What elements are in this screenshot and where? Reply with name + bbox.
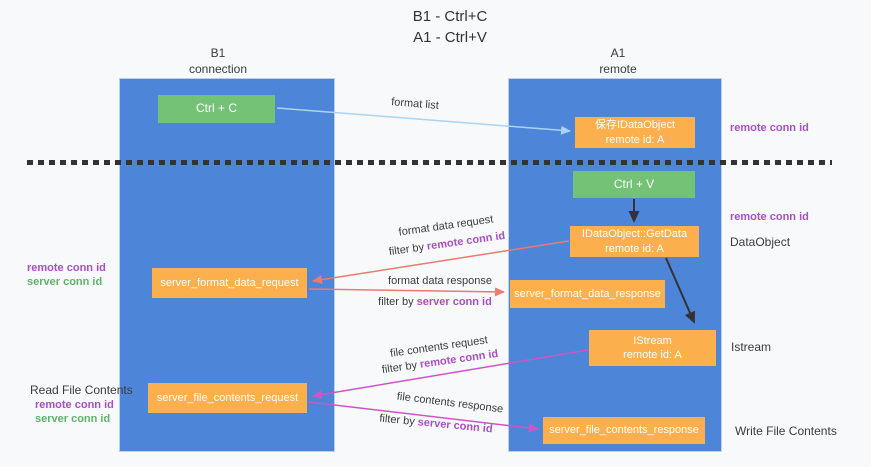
remote-conn-id-label-left-1: remote conn id xyxy=(27,262,106,274)
server-format-data-response-label: server_format_data_response xyxy=(514,287,661,300)
save-idataobject-line2: remote id: A xyxy=(605,133,665,146)
format-list-label: format list xyxy=(390,96,440,112)
server-conn-id-label-left-1: server conn id xyxy=(27,276,103,288)
server-file-contents-request-label: server_file_contents_request xyxy=(156,391,299,404)
format-data-response-arrow xyxy=(308,287,505,297)
ctrl-c-label: Ctrl + C xyxy=(195,101,237,116)
getdata-line1: IDataObject::GetData xyxy=(581,228,688,241)
dataobject-label: DataObject xyxy=(730,235,791,249)
format-data-response-label: format data response xyxy=(388,275,492,287)
remote-conn-id-label-right-1: remote conn id xyxy=(730,122,809,134)
server-format-data-response-box: server_format_data_response xyxy=(510,280,665,308)
right-column-name: A1 xyxy=(610,46,626,60)
istream-box: IStream remote id: A xyxy=(589,330,716,366)
server-format-data-request-label: server_format_data_request xyxy=(160,276,299,289)
filter-by-text: filter by xyxy=(381,359,418,377)
server-file-contents-response-label: server_file_contents_response xyxy=(549,424,699,437)
title-line-2: A1 - Ctrl+V xyxy=(413,29,487,46)
istream-side-label: Istream xyxy=(731,340,772,354)
getdata-line2: remote id: A xyxy=(605,242,664,255)
remote-conn-id-label-left-2: remote conn id xyxy=(35,399,114,411)
remote-conn-id-label-right-2: remote conn id xyxy=(730,211,809,223)
right-column-header: A1 remote xyxy=(568,46,668,77)
diagram-title: B1 - Ctrl+C A1 - Ctrl+V xyxy=(330,6,570,48)
istream-line1: IStream xyxy=(633,334,672,347)
server-conn-id-text: server conn id xyxy=(416,296,492,308)
istream-line2: remote id: A xyxy=(623,349,682,361)
ctrl-v-label: Ctrl + V xyxy=(613,176,655,191)
save-idataobject-box: 保存IDataObject remote id: A xyxy=(575,117,695,148)
server-conn-id-label-left-2: server conn id xyxy=(35,413,111,425)
ctrl-v-box: Ctrl + V xyxy=(573,171,695,198)
server-format-data-request-box: server_format_data_request xyxy=(152,268,307,298)
remote-conn-id-text: remote conn id xyxy=(426,229,506,253)
ctrl-c-box: Ctrl + C xyxy=(158,95,275,123)
save-idataobject-line1: 保存IDataObject xyxy=(594,119,676,132)
left-column-name: B1 xyxy=(210,46,226,60)
session-divider-dashed-line xyxy=(27,160,832,165)
filter-by-text: filter by xyxy=(388,241,425,259)
title-line-1: B1 - Ctrl+C xyxy=(412,8,488,25)
read-file-contents-label: Read File Contents xyxy=(30,383,133,397)
server-conn-id-text: server conn id xyxy=(417,416,494,436)
filter-by-text: filter by xyxy=(378,412,416,428)
left-column-subtitle: connection xyxy=(188,61,248,76)
right-column-subtitle: remote xyxy=(599,61,637,76)
left-column-header: B1 connection xyxy=(168,46,268,77)
idataobject-getdata-box: IDataObject::GetData remote id: A xyxy=(570,226,699,257)
server-file-contents-response-box: server_file_contents_response xyxy=(543,417,705,444)
server-file-contents-request-box: server_file_contents_request xyxy=(148,383,307,413)
file-contents-response-label: file contents response xyxy=(396,390,504,416)
write-file-contents-label: Write File Contents xyxy=(735,424,837,438)
filter-by-text: filter by xyxy=(378,296,414,308)
